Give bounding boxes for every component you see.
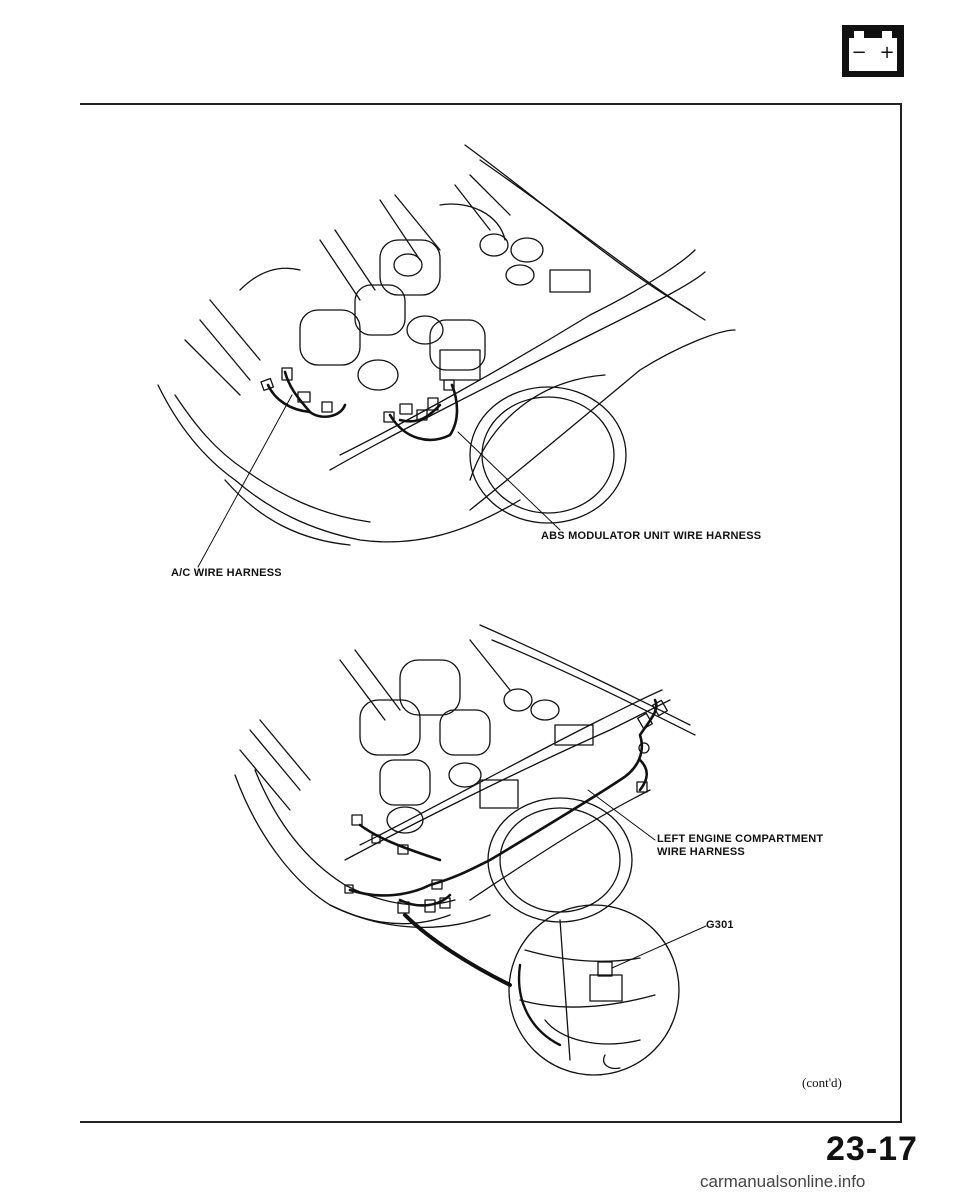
watermark: carmanualsonline.info <box>700 1172 866 1191</box>
abs-harness-callout: ABS MODULATOR UNIT WIRE HARNESS <box>541 530 762 542</box>
battery-minus-label: − <box>851 42 866 63</box>
continued-label: (cont'd) <box>802 1075 842 1090</box>
battery-plus-label: + <box>879 42 894 63</box>
ac-harness-callout: A/C WIRE HARNESS <box>171 567 282 579</box>
g301-ground-callout: G301 <box>706 919 734 931</box>
top-engine-drawing <box>157 144 736 568</box>
bottom-rule <box>80 1121 902 1123</box>
right-rule <box>900 103 902 1123</box>
left-engine-harness-callout: LEFT ENGINE COMPARTMENT WIRE HARNESS <box>657 833 824 858</box>
top-rule <box>80 103 900 105</box>
bottom-engine-drawing <box>234 624 707 1076</box>
page-number: 23-17 <box>826 1130 918 1168</box>
battery-icon: − + <box>842 25 904 77</box>
